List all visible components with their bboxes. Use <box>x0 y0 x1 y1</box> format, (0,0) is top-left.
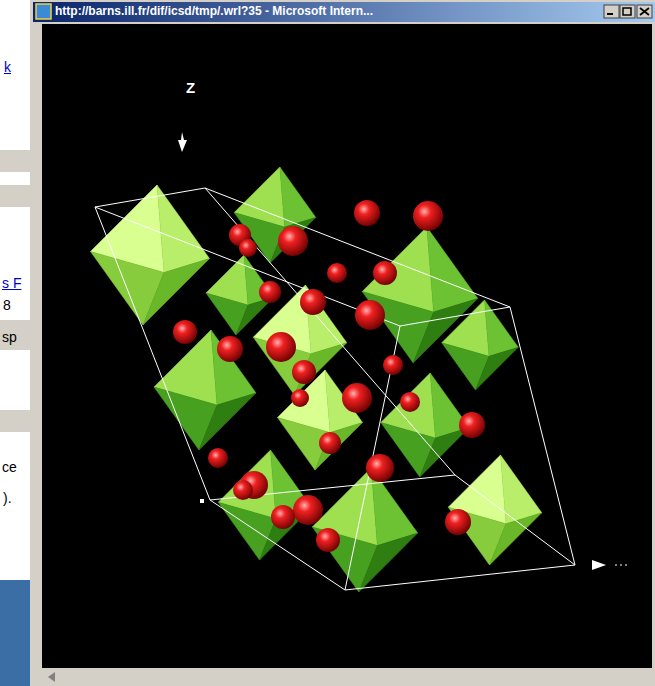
background-window <box>0 0 34 590</box>
unit-cell <box>95 188 575 590</box>
link-fragment: s F <box>2 276 21 290</box>
scroll-arrow <box>48 672 55 682</box>
window-buttons <box>604 5 652 18</box>
window-icon <box>36 4 51 19</box>
desktop <box>0 580 34 686</box>
scrollbar <box>42 668 652 686</box>
window-frame <box>30 0 655 686</box>
text-fragment: ). <box>3 491 12 505</box>
text-fragment: 8 <box>3 298 11 312</box>
octahedra <box>91 167 542 592</box>
text-fragment: ce <box>2 460 17 474</box>
axes <box>178 132 630 570</box>
form-field <box>0 410 34 432</box>
vrml-viewport <box>42 24 652 668</box>
form-field <box>0 150 34 172</box>
button-fragment: sp <box>2 330 17 344</box>
form-button <box>0 320 34 350</box>
link-fragment: k <box>4 60 11 74</box>
axis-label: Z <box>186 80 195 95</box>
title-bar <box>33 2 655 22</box>
form-field <box>0 185 34 207</box>
window-title: http://barns.ill.fr/dif/icsd/tmp/.wrl?35… <box>55 5 373 17</box>
oxygen-atoms <box>173 200 485 552</box>
